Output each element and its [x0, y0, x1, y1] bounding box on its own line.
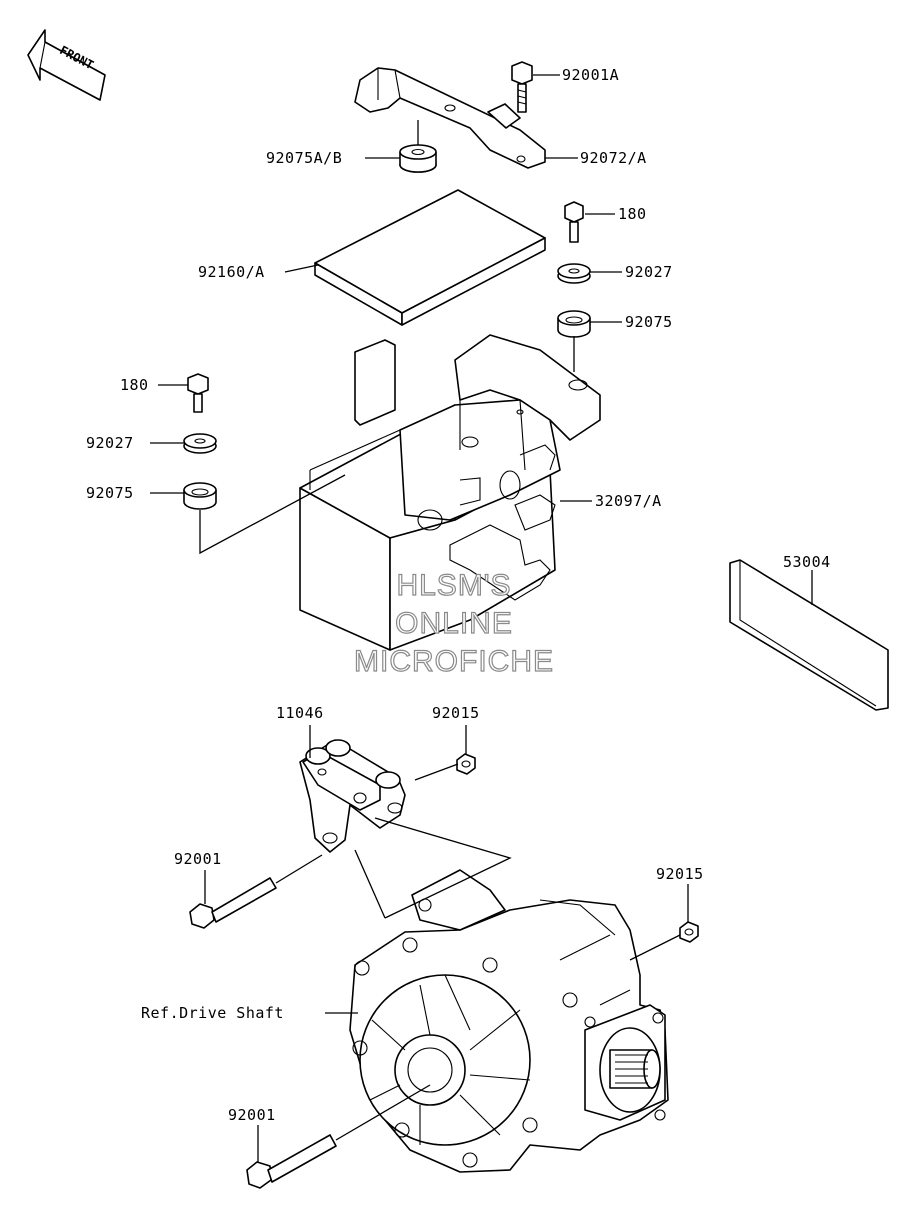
label-92001-mid: 92001 — [174, 850, 222, 868]
label-plate-53004 — [729, 559, 889, 711]
grommet-92075-right — [557, 310, 591, 338]
nut-92015-top — [456, 753, 476, 775]
label-92027-left: 92027 — [86, 434, 134, 452]
battery-pad-92160a — [314, 189, 546, 326]
label-92075-right: 92075 — [625, 313, 673, 331]
label-180-left: 180 — [120, 376, 149, 394]
label-92160a: 92160/A — [198, 263, 265, 281]
watermark: HLSM'S ONLINE MICROFICHE — [353, 568, 554, 678]
bolt-180-left — [187, 373, 209, 413]
label-92015-top: 92015 — [432, 704, 480, 722]
label-92072a: 92072/A — [580, 149, 647, 167]
bolt-92001a — [511, 61, 533, 113]
label-92001-bottom: 92001 — [228, 1106, 276, 1124]
bolt-92001-mid — [189, 877, 277, 929]
leader-lines — [150, 74, 813, 1162]
label-92027-right: 92027 — [625, 263, 673, 281]
label-92075ab: 92075A/B — [266, 149, 342, 167]
bolt-180-right — [564, 201, 584, 243]
battery-case-32097a — [299, 334, 601, 651]
damper-92075ab — [399, 144, 437, 173]
label-ref-drive-shaft: Ref.Drive Shaft — [141, 1004, 284, 1022]
nut-92015-right — [679, 921, 699, 943]
collar-92027-left — [183, 433, 217, 454]
part-labels: 92001A 92075A/B 92072/A 180 92160/A 9202… — [86, 66, 831, 1124]
bolt-92001-bottom — [246, 1134, 337, 1189]
front-arrow-icon: FRONT — [27, 29, 106, 101]
label-180-right: 180 — [618, 205, 647, 223]
battery-bracket — [354, 67, 546, 169]
watermark-line-2: ONLINE — [395, 607, 513, 640]
bracket-11046 — [299, 739, 406, 853]
final-drive-housing — [349, 869, 669, 1173]
label-32097a: 32097/A — [595, 492, 662, 510]
grommet-92075-left — [183, 482, 217, 510]
collar-92027-right — [557, 263, 591, 284]
label-53004: 53004 — [783, 553, 831, 571]
label-92001a: 92001A — [562, 66, 619, 84]
watermark-line-1: HLSM'S — [396, 569, 511, 602]
label-92075-left: 92075 — [86, 484, 134, 502]
watermark-line-3: MICROFICHE — [354, 645, 554, 678]
label-92015-right: 92015 — [656, 865, 704, 883]
label-11046: 11046 — [276, 704, 324, 722]
